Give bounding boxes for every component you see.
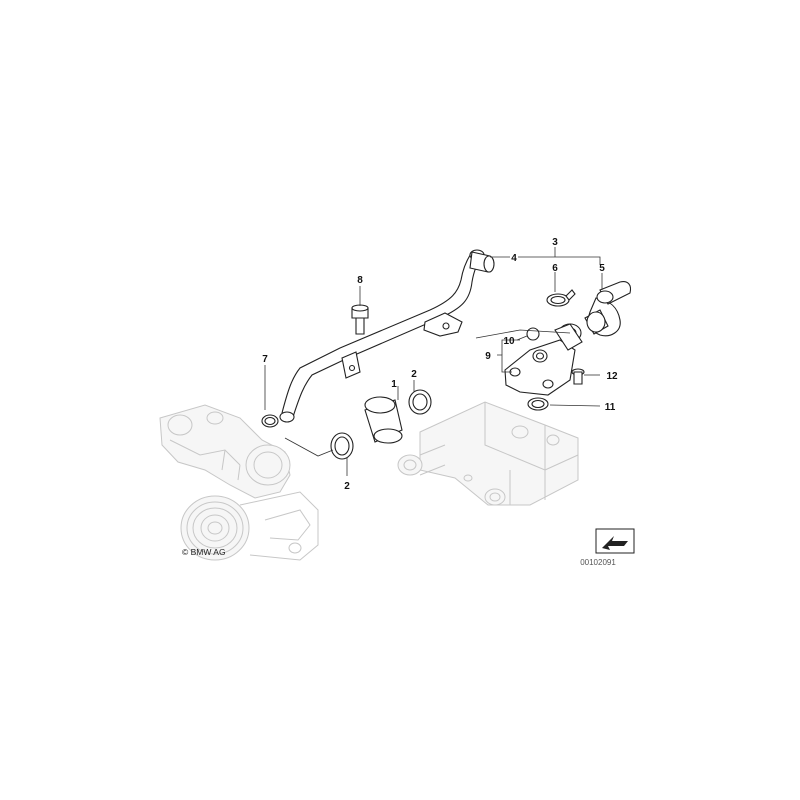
clamp-6 xyxy=(546,289,576,307)
pulley-ghost xyxy=(180,491,319,561)
bolt-12 xyxy=(571,368,585,385)
callout-11: 11 xyxy=(605,402,616,413)
callout-8: 8 xyxy=(357,275,363,286)
leader-lines xyxy=(264,247,603,476)
callout-6: 6 xyxy=(552,263,558,274)
sleeve-part-1 xyxy=(364,396,403,444)
callout-4: 4 xyxy=(511,253,517,264)
callout-labels: 1 2 2 3 4 5 6 7 8 9 10 11 12 xyxy=(262,237,618,492)
callout-2-upper: 2 xyxy=(411,369,417,380)
callout-12: 12 xyxy=(606,371,618,382)
bolt-8 xyxy=(351,304,369,335)
callout-2-lower: 2 xyxy=(344,481,350,492)
arrow-direction-icon xyxy=(595,528,635,554)
callout-7: 7 xyxy=(262,354,268,365)
document-id: 00102091 xyxy=(580,558,616,567)
callout-3: 3 xyxy=(552,237,558,248)
pipe-bracket-lower xyxy=(341,351,361,379)
callout-1: 1 xyxy=(391,379,397,390)
water-pump-ghost xyxy=(159,404,291,499)
callout-5: 5 xyxy=(599,263,605,274)
callout-10: 10 xyxy=(503,336,515,347)
callout-9: 9 xyxy=(485,351,491,362)
plug-10 xyxy=(526,327,540,341)
hose-5 xyxy=(584,281,632,337)
pipe-end-lower xyxy=(279,411,295,423)
seal-rings xyxy=(261,389,549,460)
thermostat-housing-ghost xyxy=(397,401,579,506)
thermostat-housing xyxy=(504,323,583,396)
coolant-pipe xyxy=(279,249,495,423)
copyright-text: © BMW AG xyxy=(182,547,226,557)
